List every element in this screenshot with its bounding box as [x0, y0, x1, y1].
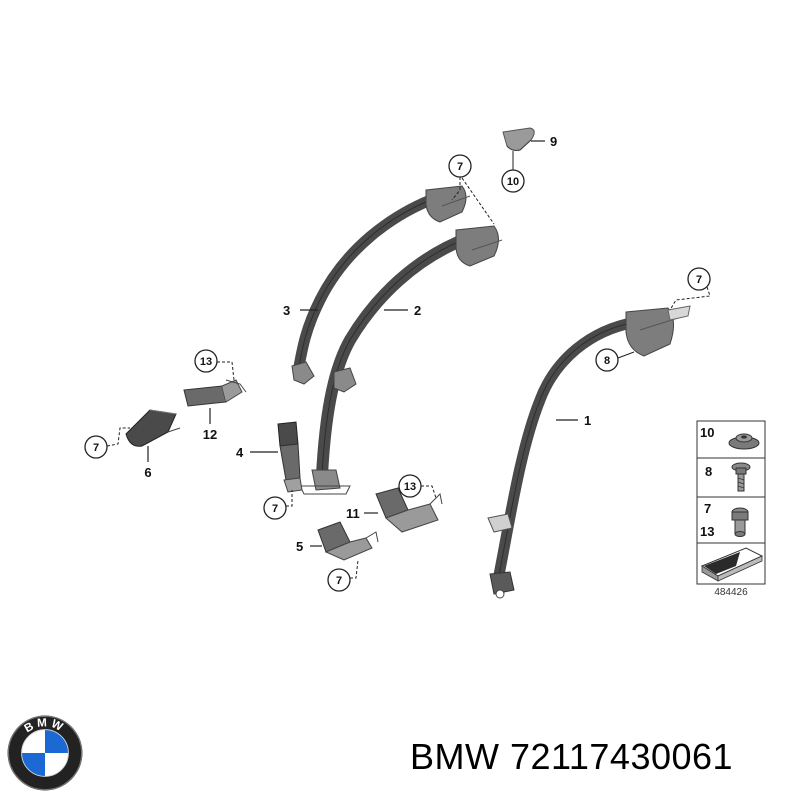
leader-7-bottom: [350, 559, 359, 579]
callout-4-label: 4: [236, 445, 244, 460]
callout-7-bottom: 7: [327, 568, 351, 592]
callout-11-label: 11: [346, 506, 360, 521]
callout-7-left: 7: [84, 435, 108, 459]
leader-7-top-a: [451, 177, 461, 201]
callout-7-right-text: 7: [696, 274, 702, 286]
leader-7-right: [669, 286, 711, 311]
callout-7-bottom-text: 7: [336, 575, 342, 587]
part-3-belt: [291, 185, 471, 385]
leader-13-mid: [421, 485, 437, 499]
bmw-logo-icon: BMW: [7, 715, 83, 791]
callout-12-label: 12: [203, 427, 217, 442]
part-11-buckle: [375, 487, 443, 533]
callout-10-top: 10: [501, 169, 525, 193]
callout-2-label: 2: [414, 303, 421, 318]
callout-9-label: 9: [550, 134, 557, 149]
callout-8: 8: [595, 348, 619, 372]
part-12-anchor: [183, 379, 247, 407]
legend-13-label: 13: [700, 524, 714, 539]
nut-icon: [728, 433, 760, 450]
legend-10-label: 10: [700, 425, 714, 440]
callout-7-top-text: 7: [457, 161, 463, 173]
legend-8-label: 8: [705, 464, 712, 479]
leader-7-left: [106, 427, 130, 447]
part-9-cover: [502, 127, 535, 151]
part-number-caption: BMW 72117430061: [410, 736, 734, 777]
callout-13-left-text: 13: [200, 356, 212, 368]
callout-7-mid-text: 7: [272, 503, 278, 515]
callout-7-right: 7: [687, 267, 711, 291]
callout-7-top: 7: [448, 154, 472, 178]
callout-3-label: 3: [283, 303, 290, 318]
callout-1-label: 1: [584, 413, 591, 428]
callout-10-top-text: 10: [507, 176, 519, 188]
part-5-buckle: [317, 521, 379, 561]
leader-13-left: [217, 361, 235, 381]
part-4-buckle: [277, 421, 303, 493]
callout-7-mid: 7: [263, 496, 287, 520]
callout-13-mid-text: 13: [404, 481, 416, 493]
svg-text:BMW: BMW: [22, 716, 67, 735]
callout-13-mid: 13: [398, 474, 422, 498]
part-6-buckle: [125, 409, 181, 447]
legend-7-label: 7: [704, 501, 711, 516]
callout-5-label: 5: [296, 539, 303, 554]
arrow-pad-icon: [700, 547, 764, 582]
callout-7-left-text: 7: [93, 442, 99, 454]
leader-7-top-b: [461, 177, 495, 225]
drawing-number: 484426: [714, 587, 748, 598]
part-2-belt: [299, 225, 503, 495]
screw-icon: [731, 507, 749, 537]
bolt-icon: [731, 462, 751, 492]
fastener-legend: 10 8 7 13: [696, 420, 766, 585]
leader-7-mid: [286, 490, 293, 507]
callout-13-left: 13: [194, 349, 218, 373]
part-1-belt: [487, 305, 691, 599]
callout-8-text: 8: [604, 355, 610, 367]
callout-6-label: 6: [144, 465, 151, 480]
leader-8: [617, 351, 635, 359]
